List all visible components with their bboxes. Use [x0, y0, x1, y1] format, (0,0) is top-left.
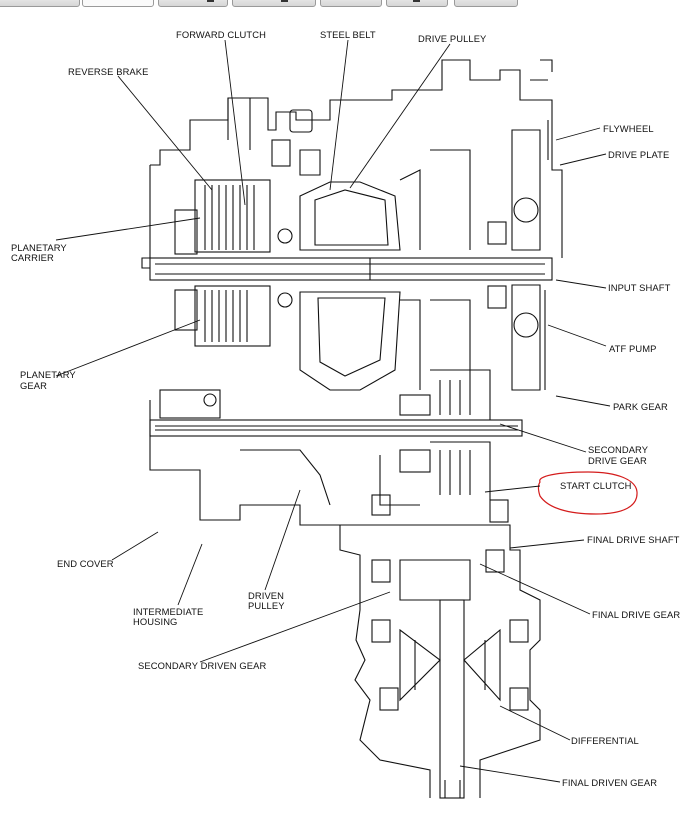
leader-end-cover — [111, 531, 159, 561]
drive-pulley — [299, 149, 471, 391]
label-secondary-drive-gear-line2: DRIVE GEAR — [588, 455, 647, 466]
leader-input-shaft — [555, 279, 607, 289]
toolbar-tab[interactable] — [0, 0, 80, 7]
label-start-clutch: START CLUTCH — [560, 480, 632, 491]
label-planetary-carrier-line2: CARRIER — [11, 252, 54, 263]
upper-housing — [141, 59, 563, 269]
leader-final-drive-gear — [479, 563, 591, 615]
leader-lines — [55, 39, 611, 783]
toolbar-tab[interactable] — [386, 0, 448, 7]
leader-final-driven-gear — [459, 765, 561, 783]
start-clutch-highlight — [537, 471, 638, 515]
leader-drive-plate — [559, 153, 607, 166]
label-park-gear: PARK GEAR — [613, 401, 668, 412]
label-differential: DIFFERENTIAL — [571, 735, 639, 746]
toolbar-tab[interactable] — [232, 0, 316, 7]
leader-forward-clutch — [224, 39, 246, 206]
leader-drive-pulley — [349, 43, 451, 189]
label-input-shaft: INPUT SHAFT — [608, 282, 671, 293]
label-intermediate-housing-line1: INTERMEDIATE — [133, 606, 204, 617]
input-shaft — [149, 257, 553, 281]
label-flywheel: FLYWHEEL — [603, 123, 654, 134]
leader-final-drive-shaft — [509, 539, 585, 549]
label-drive-plate: DRIVE PLATE — [608, 149, 670, 160]
secondary-shaft — [149, 369, 523, 526]
label-secondary-driven-gear: SECONDARY DRIVEN GEAR — [138, 660, 267, 671]
leader-differential — [499, 705, 571, 741]
leader-secondary-driven-gear — [199, 591, 391, 663]
label-final-drive-shaft: FINAL DRIVE SHAFT — [587, 534, 680, 545]
toolbar-tab[interactable] — [82, 0, 154, 7]
leader-planetary-carrier — [55, 217, 201, 241]
label-planetary-carrier-line1: PLANETARY — [11, 242, 67, 253]
label-planetary-gear-line2: GEAR — [20, 380, 47, 391]
final-drive-section — [339, 524, 541, 799]
leader-secondary-drive-gear — [499, 423, 587, 453]
label-reverse-brake: REVERSE BRAKE — [68, 66, 149, 77]
leader-flywheel — [555, 127, 601, 141]
flywheel-assembly — [487, 120, 549, 391]
label-final-drive-gear: FINAL DRIVE GEAR — [592, 609, 681, 620]
leader-start-clutch — [484, 485, 541, 493]
label-drive-pulley: DRIVE PULLEY — [418, 33, 487, 44]
forward-clutch-assembly — [174, 179, 293, 347]
leader-atf-pump — [547, 324, 607, 347]
toolbar-tab[interactable] — [454, 0, 518, 7]
leader-intermediate-housing — [177, 543, 203, 606]
label-driven-pulley-line2: PULLEY — [248, 600, 285, 611]
label-forward-clutch: FORWARD CLUTCH — [176, 29, 266, 40]
label-intermediate-housing-line2: HOUSING — [133, 616, 178, 627]
label-atf-pump: ATF PUMP — [609, 343, 657, 354]
label-driven-pulley-line1: DRIVEN — [248, 590, 285, 601]
label-planetary-gear-line1: PLANETARY — [20, 369, 76, 380]
label-steel-belt: STEEL BELT — [320, 29, 376, 40]
toolbar-tab[interactable] — [158, 0, 228, 7]
toolbar-tab[interactable] — [320, 0, 382, 7]
leader-steel-belt — [329, 39, 349, 191]
leader-driven-pulley — [264, 489, 301, 591]
leader-reverse-brake — [117, 75, 213, 191]
label-secondary-drive-gear-line1: SECONDARY — [588, 444, 649, 455]
label-final-driven-gear: FINAL DRIVEN GEAR — [562, 777, 658, 788]
label-end-cover: END COVER — [57, 558, 114, 569]
leader-planetary-gear — [55, 319, 201, 377]
leader-park-gear — [555, 395, 611, 407]
toolbar-strip — [0, 0, 698, 8]
